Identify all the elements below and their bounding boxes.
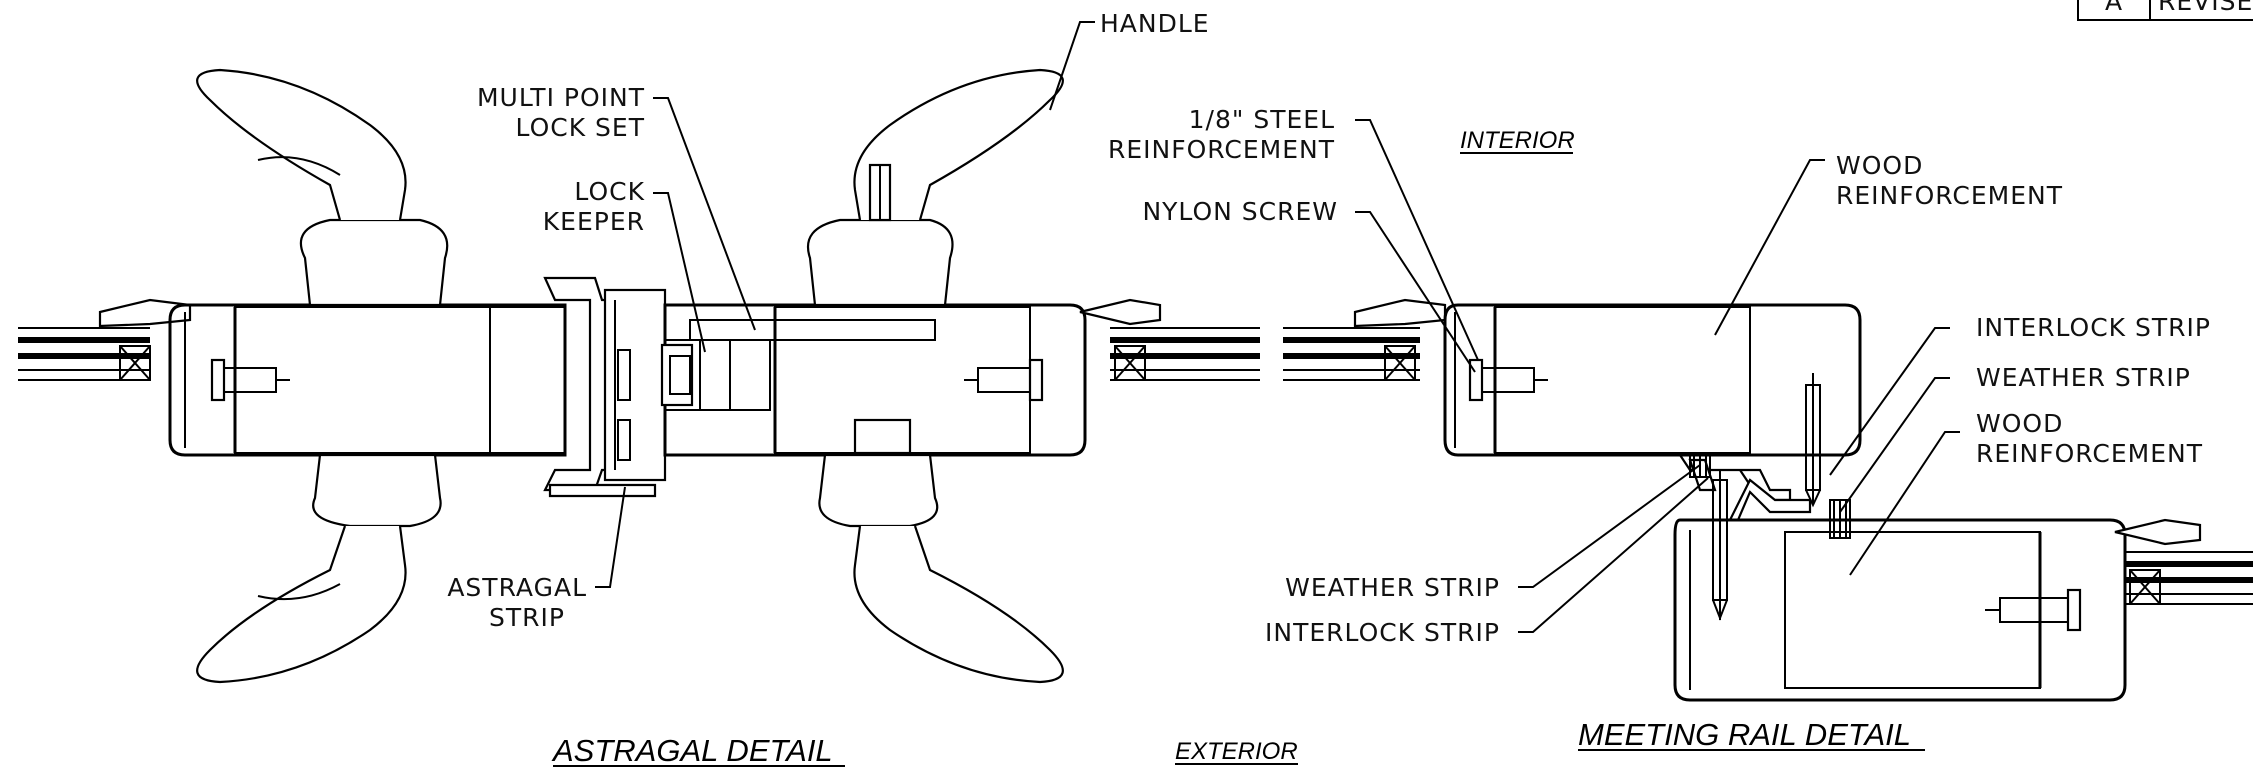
label-reinforcement-top: REINFORCEMENT bbox=[1836, 181, 2063, 210]
exterior-label: EXTERIOR bbox=[1175, 738, 1298, 765]
center-glazing bbox=[1079, 298, 1260, 381]
label-wood-bottom: WOOD bbox=[1976, 409, 2063, 438]
label-wood-top: WOOD bbox=[1836, 151, 1923, 180]
label-interlock-strip-left: INTERLOCK STRIP bbox=[1265, 618, 1500, 647]
meeting-rail-detail bbox=[1283, 298, 2253, 702]
label-reinforcement-bottom: REINFORCEMENT bbox=[1976, 439, 2203, 468]
label-nylon-screw: NYLON SCREW bbox=[1142, 197, 1338, 226]
meeting-rail-detail-title: MEETING RAIL DETAIL bbox=[1578, 717, 1911, 752]
label-handle: HANDLE bbox=[1100, 9, 1210, 38]
revision-text: REVISED bbox=[2158, 0, 2253, 16]
astragal-detail bbox=[18, 68, 1260, 684]
meeting-rail-leaders bbox=[1355, 119, 1960, 633]
label-steel-reinforcement: REINFORCEMENT bbox=[1108, 135, 1335, 164]
revision-box: A REVISED bbox=[2077, 0, 2253, 21]
left-glazing bbox=[18, 298, 192, 381]
label-lock: LOCK bbox=[574, 177, 645, 206]
label-steel: 1/8" STEEL bbox=[1189, 105, 1335, 134]
interior-label: INTERIOR bbox=[1460, 127, 1575, 154]
astragal-detail-title: ASTRAGAL DETAIL bbox=[551, 733, 833, 768]
label-interlock-strip-right: INTERLOCK STRIP bbox=[1976, 313, 2211, 342]
label-weather-strip-left: WEATHER STRIP bbox=[1285, 573, 1500, 602]
label-multi-point: MULTI POINT bbox=[477, 83, 645, 112]
revision-letter: A bbox=[2105, 0, 2123, 16]
astragal-leaders bbox=[595, 21, 1095, 588]
label-astragal: ASTRAGAL bbox=[447, 573, 587, 602]
label-keeper: KEEPER bbox=[543, 207, 645, 236]
label-lock-set: LOCK SET bbox=[516, 113, 645, 142]
label-astragal-strip: STRIP bbox=[489, 603, 565, 632]
label-weather-strip-right: WEATHER STRIP bbox=[1976, 363, 2191, 392]
